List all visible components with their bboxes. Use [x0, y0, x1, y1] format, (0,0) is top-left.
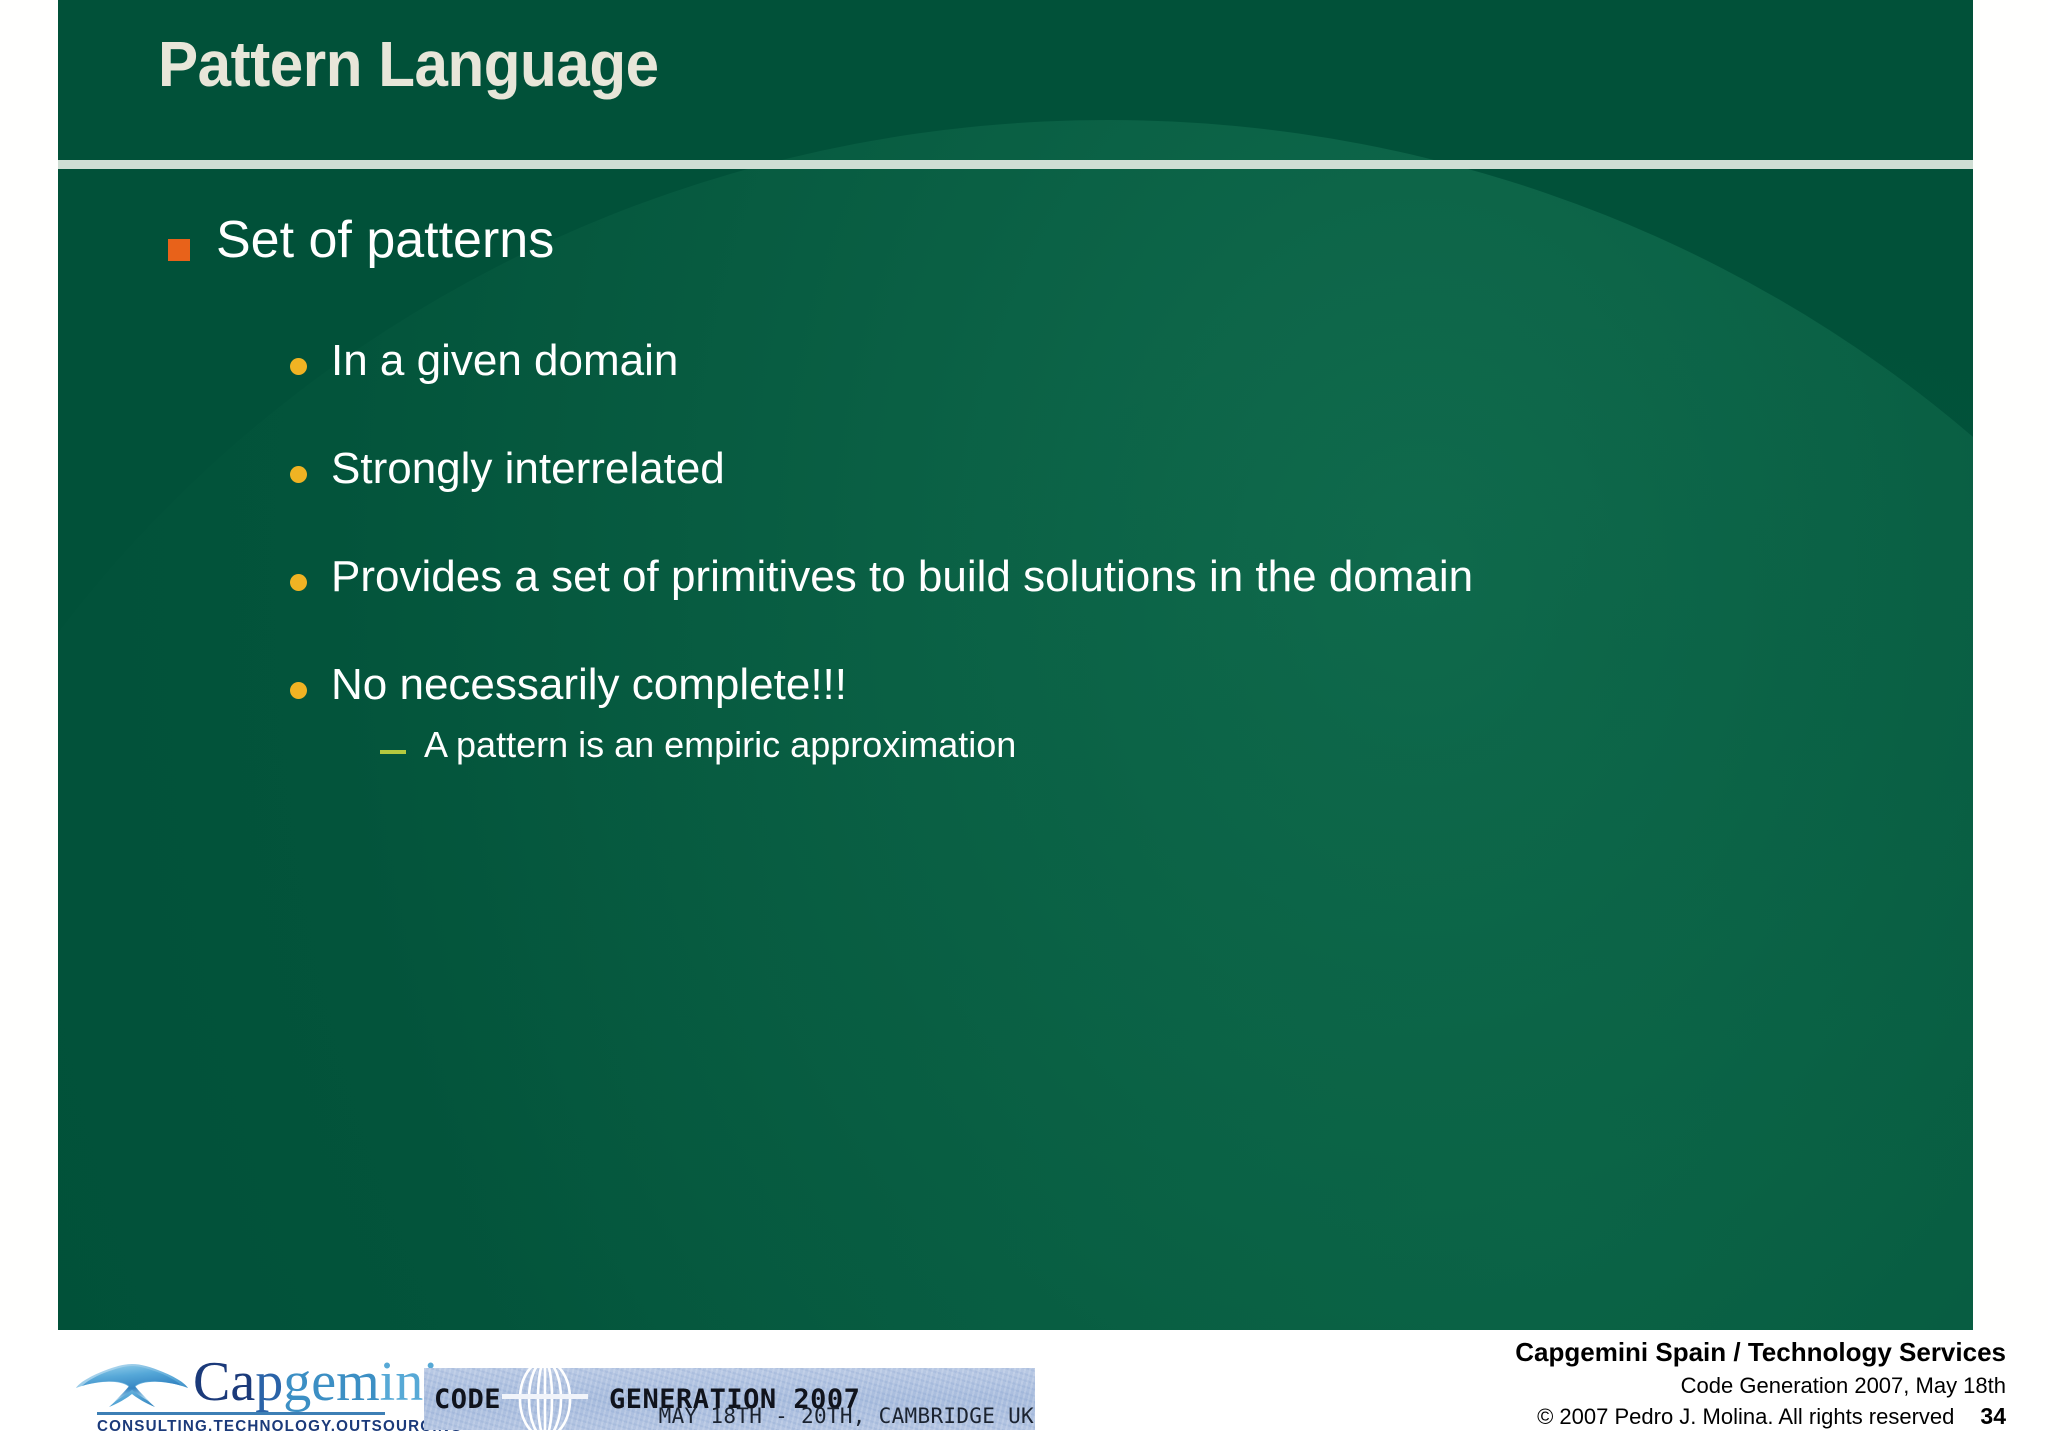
bullet-text: In a given domain — [331, 335, 679, 385]
slide-body: Set of patterns In a given domain Strong… — [58, 169, 1973, 1330]
dash-bullet-icon — [380, 750, 406, 755]
capgemini-swoosh-icon — [76, 1364, 188, 1407]
bullet-level2: In a given domain — [290, 335, 1973, 385]
bullet-text: Provides a set of primitives to build so… — [331, 551, 1474, 601]
header-divider — [58, 160, 1973, 169]
slide-panel: Pattern Language Set of patterns In a gi… — [58, 0, 1973, 1330]
bullet-text: A pattern is an empiric approximation — [424, 724, 1017, 766]
dot-bullet-icon — [290, 465, 307, 483]
banner-title-generation: GENERATION 2007 — [609, 1384, 861, 1415]
bullet-level1: Set of patterns — [168, 213, 1973, 268]
banner-crossbar — [502, 1394, 588, 1399]
globe-icon — [518, 1368, 572, 1430]
capgemini-underline — [97, 1412, 385, 1415]
footer-right-block: Capgemini Spain / Technology Services Co… — [1515, 1336, 2006, 1432]
codegen-2007-banner: CODE GENERATION 2007 MAY 18TH - 20TH, CAM… — [424, 1368, 1035, 1430]
footer-copyright-line: © 2007 Pedro J. Molina. All rights reser… — [1515, 1402, 2006, 1432]
capgemini-wordmark: Capgemini — [193, 1351, 439, 1413]
bullet-level2: No necessarily complete!!! — [290, 660, 1973, 710]
capgemini-tagline: CONSULTING.TECHNOLOGY.OUTSOURCING — [97, 1418, 463, 1435]
bullet-text: Strongly interrelated — [331, 443, 725, 493]
square-bullet-icon — [168, 239, 190, 261]
banner-title: CODE GENERATION 2007 — [434, 1384, 860, 1415]
page-number: 34 — [1980, 1403, 2006, 1430]
banner-subtitle: MAY 18TH - 20TH, CAMBRIDGE UK — [658, 1404, 1034, 1428]
page-title: Pattern Language — [158, 28, 659, 100]
banner-subtitle-wrap: MAY 18TH - 20TH, CAMBRIDGE UK — [594, 1404, 1034, 1428]
footer-event: Code Generation 2007, May 18th — [1680, 1372, 2006, 1398]
slide-header: Pattern Language — [58, 0, 1973, 160]
footer-company: Capgemini Spain / Technology Services — [1515, 1337, 2006, 1367]
banner-title-code: CODE — [434, 1384, 502, 1415]
bullet-level2: Provides a set of primitives to build so… — [290, 551, 1973, 601]
dot-bullet-icon — [290, 573, 307, 591]
bullet-text: No necessarily complete!!! — [331, 660, 847, 710]
bullet-level2: Strongly interrelated — [290, 443, 1973, 493]
footer-copyright: © 2007 Pedro J. Molina. All rights reser… — [1537, 1404, 1955, 1430]
dot-bullet-icon — [290, 357, 307, 375]
capgemini-logo: Capgemini CONSULTING.TECHNOLOGY.OUTSOURC… — [75, 1354, 462, 1435]
dot-bullet-icon — [290, 682, 307, 700]
bullet-text: Set of patterns — [216, 211, 555, 269]
bullet-level3: A pattern is an empiric approximation — [380, 726, 1973, 764]
